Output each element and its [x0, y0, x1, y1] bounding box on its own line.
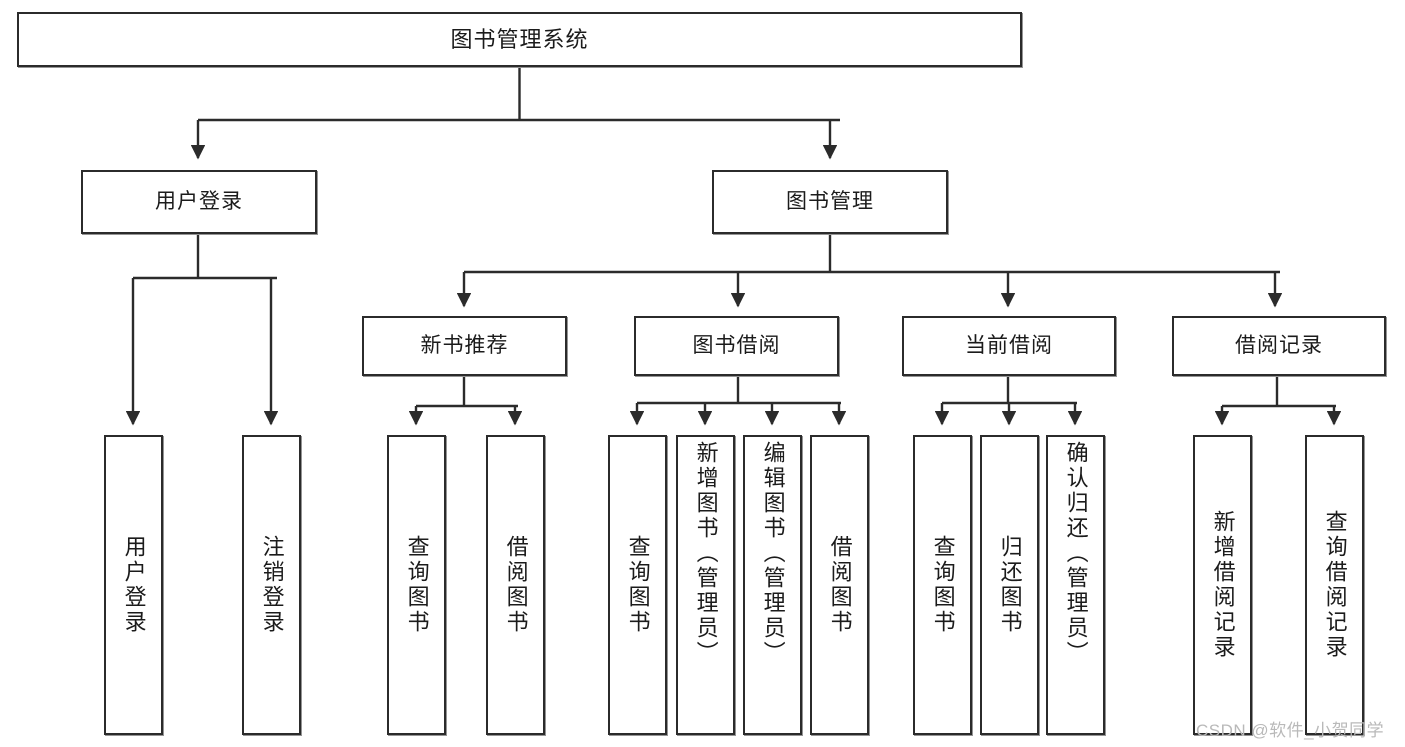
- node-borrow-record[interactable]: 借阅记录: [1172, 316, 1386, 376]
- leaf-current-confirm-return-admin-label: 确认归还（管理员）: [1063, 441, 1089, 666]
- node-new-book-recommend[interactable]: 新书推荐: [362, 316, 567, 376]
- leaf-current-query-book-label: 查询图书: [930, 535, 956, 635]
- leaf-new-book-query-label: 查询图书: [404, 535, 430, 635]
- node-user-login[interactable]: 用户登录: [81, 170, 317, 234]
- leaf-current-query-book[interactable]: 查询图书: [913, 435, 972, 735]
- leaf-record-add[interactable]: 新增借阅记录: [1193, 435, 1252, 735]
- leaf-user-login-login-label: 用户登录: [121, 535, 147, 635]
- leaf-borrow-borrow-book[interactable]: 借阅图书: [810, 435, 869, 735]
- node-root-system[interactable]: 图书管理系统: [17, 12, 1022, 67]
- leaf-borrow-add-book-admin[interactable]: 新增图书（管理员）: [676, 435, 735, 735]
- leaf-borrow-add-book-admin-label: 新增图书（管理员）: [693, 441, 719, 666]
- node-root-system-label: 图书管理系统: [450, 26, 589, 52]
- leaf-borrow-edit-book-admin-label: 编辑图书（管理员）: [760, 441, 786, 666]
- leaf-record-query[interactable]: 查询借阅记录: [1305, 435, 1364, 735]
- node-current-borrow-label: 当前借阅: [965, 333, 1053, 357]
- leaf-record-query-label: 查询借阅记录: [1322, 510, 1348, 660]
- leaf-user-login-logout[interactable]: 注销登录: [242, 435, 301, 735]
- leaf-current-confirm-return-admin[interactable]: 确认归还（管理员）: [1046, 435, 1105, 735]
- csdn-watermark: CSDN @软件_小贺同学: [1196, 721, 1385, 740]
- leaf-current-return-book[interactable]: 归还图书: [980, 435, 1039, 735]
- leaf-current-return-book-label: 归还图书: [997, 535, 1023, 635]
- node-current-borrow[interactable]: 当前借阅: [902, 316, 1116, 376]
- leaf-borrow-query-book[interactable]: 查询图书: [608, 435, 667, 735]
- leaf-borrow-query-book-label: 查询图书: [625, 535, 651, 635]
- node-book-management[interactable]: 图书管理: [712, 170, 948, 234]
- leaf-user-login-login[interactable]: 用户登录: [104, 435, 163, 735]
- leaf-borrow-borrow-book-label: 借阅图书: [827, 535, 853, 635]
- leaf-new-book-query[interactable]: 查询图书: [387, 435, 446, 735]
- node-book-borrow[interactable]: 图书借阅: [634, 316, 839, 376]
- node-new-book-recommend-label: 新书推荐: [420, 333, 509, 357]
- leaf-new-book-borrow-label: 借阅图书: [503, 535, 529, 635]
- node-book-management-label: 图书管理: [786, 189, 874, 213]
- leaf-user-login-logout-label: 注销登录: [259, 535, 285, 635]
- node-borrow-record-label: 借阅记录: [1235, 333, 1323, 357]
- leaf-new-book-borrow[interactable]: 借阅图书: [486, 435, 545, 735]
- leaf-borrow-edit-book-admin[interactable]: 编辑图书（管理员）: [743, 435, 802, 735]
- node-user-login-label: 用户登录: [155, 189, 243, 213]
- node-book-borrow-label: 图书借阅: [692, 333, 781, 357]
- leaf-record-add-label: 新增借阅记录: [1210, 510, 1236, 660]
